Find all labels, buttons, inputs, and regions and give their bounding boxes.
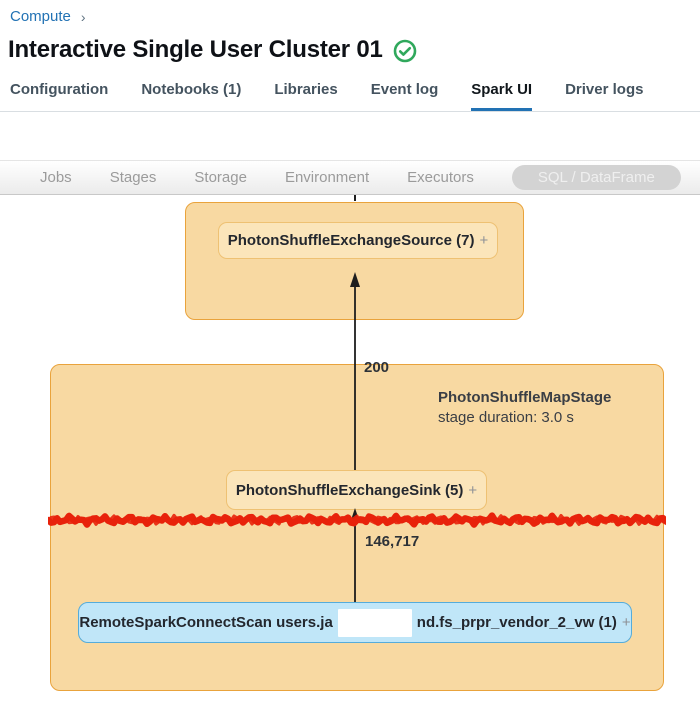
spark-tab-sql-dataframe[interactable]: SQL / DataFrame	[511, 165, 681, 190]
page-title: Interactive Single User Cluster 01	[8, 36, 383, 63]
upstream-stage-box: PhotonShuffleExchangeSource (7) +	[185, 202, 524, 320]
spark-tab-jobs[interactable]: Jobs	[40, 169, 72, 186]
tab-driver-logs[interactable]: Driver logs	[565, 81, 644, 98]
tab-spark-ui[interactable]: Spark UI	[471, 81, 532, 111]
expand-plus-icon[interactable]: +	[468, 481, 478, 499]
breadcrumb: Compute ›	[10, 8, 700, 25]
node-photon-shuffle-exchange-source[interactable]: PhotonShuffleExchangeSource (7) +	[218, 222, 498, 259]
stage-title: PhotonShuffleMapStage	[438, 389, 612, 406]
check-circle-icon	[393, 39, 417, 63]
spark-tab-environment[interactable]: Environment	[284, 169, 370, 186]
sql-dag-canvas: PhotonShuffleExchangeSource (7) + Photon…	[0, 195, 700, 713]
spark-ui-navbar: Jobs Stages Storage Environment Executor…	[0, 160, 700, 195]
tab-notebooks[interactable]: Notebooks (1)	[141, 81, 242, 98]
breadcrumb-compute-link[interactable]: Compute	[10, 8, 71, 25]
node-label: PhotonShuffleExchangeSink (5)	[235, 481, 464, 499]
spark-tab-storage[interactable]: Storage	[194, 169, 247, 186]
spark-tab-stages[interactable]: Stages	[109, 169, 157, 186]
node-remote-spark-connect-scan[interactable]: RemoteSparkConnectScan users.ja nd.fs_prp…	[78, 602, 632, 643]
spark-tab-executors[interactable]: Executors	[407, 169, 474, 186]
redacted-text-overlay	[337, 608, 412, 637]
edge-row-count-146717: 146,717	[365, 533, 420, 550]
node-label-suffix: nd.fs_prpr_vendor_2_vw (1)	[416, 614, 617, 631]
tab-configuration[interactable]: Configuration	[10, 81, 109, 98]
node-label: PhotonShuffleExchangeSource (7)	[227, 232, 475, 249]
tab-libraries[interactable]: Libraries	[274, 81, 338, 98]
dag-edge-stub	[354, 195, 356, 201]
expand-plus-icon[interactable]: +	[621, 614, 631, 631]
node-photon-shuffle-exchange-sink[interactable]: PhotonShuffleExchangeSink (5) +	[226, 470, 487, 510]
expand-plus-icon[interactable]: +	[479, 232, 489, 249]
title-row: Interactive Single User Cluster 01	[8, 36, 700, 64]
node-label-prefix: RemoteSparkConnectScan users.ja	[79, 614, 333, 631]
stage-meta: PhotonShuffleMapStage stage duration: 3.…	[438, 388, 611, 428]
cluster-tabs: Configuration Notebooks (1) Libraries Ev…	[0, 81, 700, 112]
tab-event-log[interactable]: Event log	[370, 81, 439, 98]
stage-duration: stage duration: 3.0 s	[438, 409, 574, 426]
breadcrumb-chevron-icon: ›	[80, 8, 86, 25]
edge-row-count-200: 200	[364, 359, 390, 376]
databricks-compute-page: Compute › Interactive Single User Cluste…	[0, 8, 700, 713]
